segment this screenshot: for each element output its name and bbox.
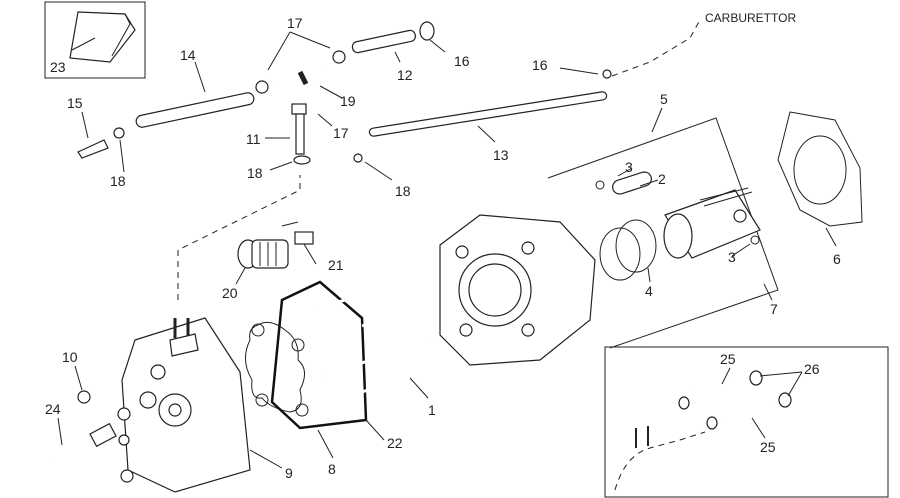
callout-18-mid: 18 bbox=[247, 165, 263, 181]
nipple-15 bbox=[77, 139, 109, 159]
callout-14: 14 bbox=[180, 47, 196, 63]
reed-valve-20 bbox=[237, 239, 289, 269]
callout-18-left: 18 bbox=[110, 173, 126, 189]
fitting-11 bbox=[291, 103, 311, 165]
callout-24: 24 bbox=[45, 401, 61, 417]
callout-16-b: 16 bbox=[532, 57, 548, 73]
piston-pin-2 bbox=[612, 171, 652, 195]
callout-3-bottom: 3 bbox=[728, 249, 736, 265]
base-gasket-6 bbox=[777, 111, 863, 227]
callout-8: 8 bbox=[328, 461, 336, 477]
nuts-10 bbox=[77, 390, 134, 483]
base-gasket-bore bbox=[793, 135, 847, 205]
callout-20: 20 bbox=[222, 285, 238, 301]
callout-26: 26 bbox=[804, 361, 820, 377]
head-fitting-dash bbox=[177, 175, 301, 300]
hose-12 bbox=[351, 29, 417, 54]
circlips-3 bbox=[595, 180, 760, 245]
spark-plug-24 bbox=[49, 422, 117, 464]
piston bbox=[663, 187, 761, 259]
seal-22 bbox=[270, 280, 368, 430]
callout-2: 2 bbox=[658, 171, 666, 187]
callout-3-top: 3 bbox=[625, 159, 633, 175]
inset-box-25-26 bbox=[604, 346, 889, 498]
callout-25-bottom: 25 bbox=[760, 439, 776, 455]
hose-13 bbox=[368, 91, 608, 137]
hose-14 bbox=[135, 92, 255, 128]
head-gasket-8 bbox=[245, 321, 309, 417]
bracket-21 bbox=[281, 221, 314, 245]
callout-15: 15 bbox=[67, 95, 83, 111]
callout-4: 4 bbox=[645, 283, 653, 299]
callout-25-top: 25 bbox=[720, 351, 736, 367]
callout-18-right: 18 bbox=[395, 183, 411, 199]
callout-17-top: 17 bbox=[287, 15, 303, 31]
carburettor-label: CARBURETTOR bbox=[705, 11, 796, 25]
callout-labels: 23 14 17 12 16 16 19 15 18 11 17 18 18 1… bbox=[45, 15, 841, 481]
leader-lines bbox=[57, 31, 837, 469]
callout-13: 13 bbox=[493, 147, 509, 163]
callout-21: 21 bbox=[328, 257, 344, 273]
callout-23: 23 bbox=[50, 59, 66, 75]
callout-22: 22 bbox=[387, 435, 403, 451]
piston-rings-4 bbox=[599, 219, 657, 281]
callout-6: 6 bbox=[833, 251, 841, 267]
callout-17-mid: 17 bbox=[333, 125, 349, 141]
callout-16-a: 16 bbox=[454, 53, 470, 69]
t-connector-19 bbox=[271, 64, 323, 86]
callout-10: 10 bbox=[62, 349, 78, 365]
carburettor-route-line bbox=[611, 19, 701, 77]
callout-1: 1 bbox=[428, 402, 436, 418]
callout-9: 9 bbox=[285, 465, 293, 481]
inset-box-23 bbox=[44, 1, 146, 79]
callout-19: 19 bbox=[340, 93, 356, 109]
piston-kit-frame bbox=[547, 117, 779, 349]
cylinder-head-9 bbox=[121, 317, 251, 493]
cylinder bbox=[439, 214, 596, 366]
callout-7: 7 bbox=[770, 301, 778, 317]
callout-5: 5 bbox=[660, 91, 668, 107]
callout-11: 11 bbox=[246, 131, 261, 147]
callout-12: 12 bbox=[397, 67, 413, 83]
clamps bbox=[113, 21, 612, 163]
